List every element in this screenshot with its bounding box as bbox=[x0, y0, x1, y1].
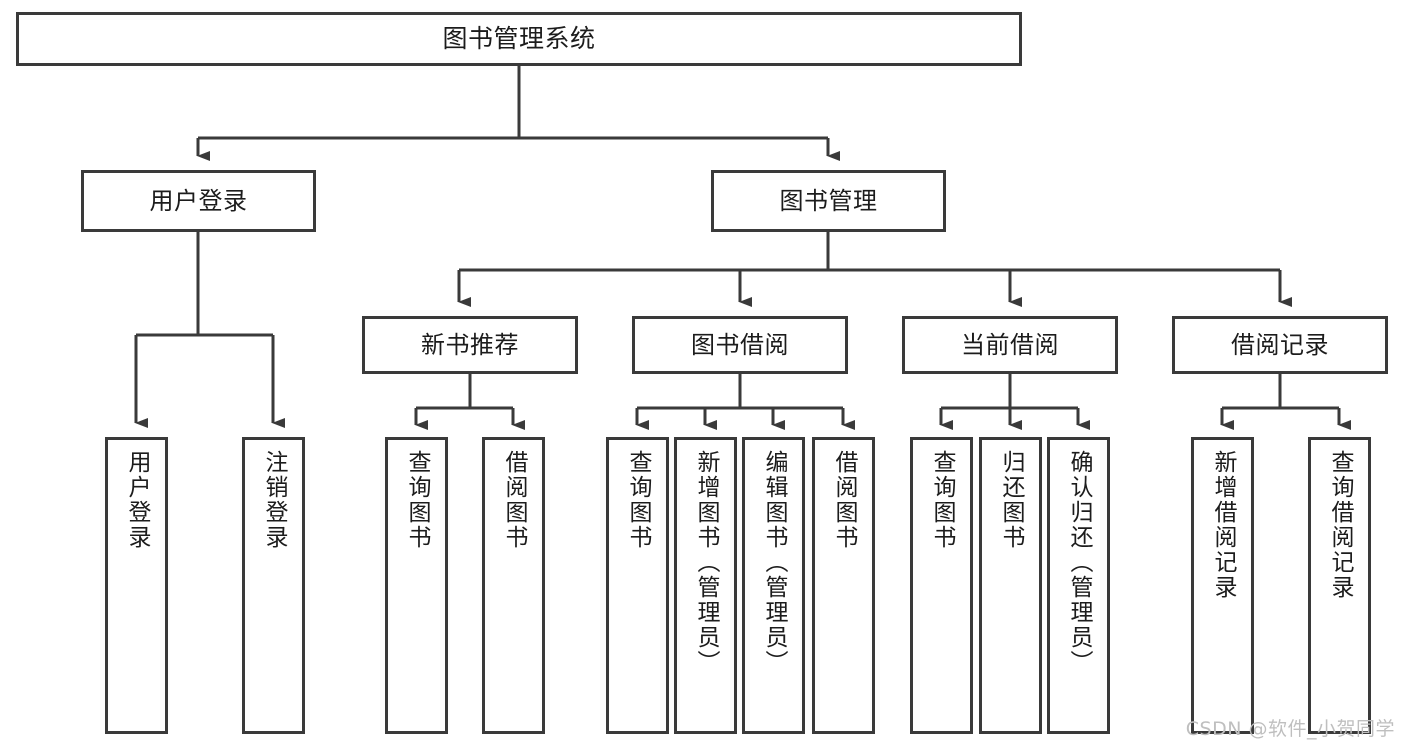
node-label: 借阅记录 bbox=[1231, 330, 1329, 359]
node-leaf-return-book[interactable]: 归还图书 bbox=[979, 437, 1042, 734]
node-label: 编辑图书（管理员） bbox=[761, 450, 787, 675]
node-label: 确认归还（管理员） bbox=[1066, 450, 1092, 675]
node-label: 用户登录 bbox=[124, 450, 150, 550]
node-book-management[interactable]: 图书管理 bbox=[711, 170, 946, 232]
node-label: 当前借阅 bbox=[961, 330, 1059, 359]
node-leaf-borrow-book-recommend[interactable]: 借阅图书 bbox=[482, 437, 545, 734]
node-leaf-query-book-recommend[interactable]: 查询图书 bbox=[385, 437, 448, 734]
node-leaf-confirm-return-admin[interactable]: 确认归还（管理员） bbox=[1047, 437, 1110, 734]
node-leaf-add-borrow-record[interactable]: 新增借阅记录 bbox=[1191, 437, 1254, 734]
node-leaf-query-book-borrow[interactable]: 查询图书 bbox=[606, 437, 669, 734]
node-label: 图书管理系统 bbox=[442, 24, 596, 53]
node-leaf-user-login[interactable]: 用户登录 bbox=[105, 437, 168, 734]
node-book-borrow[interactable]: 图书借阅 bbox=[632, 316, 848, 374]
node-label: 借阅图书 bbox=[501, 450, 527, 550]
node-label: 查询借阅记录 bbox=[1327, 450, 1353, 600]
node-label: 查询图书 bbox=[625, 450, 651, 550]
node-label: 用户登录 bbox=[149, 186, 248, 215]
node-root-book-management-system[interactable]: 图书管理系统 bbox=[16, 12, 1022, 66]
node-label: 查询图书 bbox=[404, 450, 430, 550]
node-leaf-logout[interactable]: 注销登录 bbox=[242, 437, 305, 734]
node-label: 图书借阅 bbox=[691, 330, 789, 359]
node-label: 归还图书 bbox=[998, 450, 1024, 550]
node-leaf-add-book-admin[interactable]: 新增图书（管理员） bbox=[674, 437, 737, 734]
node-user-login[interactable]: 用户登录 bbox=[81, 170, 316, 232]
node-leaf-query-borrow-record[interactable]: 查询借阅记录 bbox=[1308, 437, 1371, 734]
node-label: 图书管理 bbox=[779, 186, 878, 215]
csdn-watermark: CSDN @软件_小贺同学 bbox=[1185, 718, 1395, 740]
node-label: 新增借阅记录 bbox=[1210, 450, 1236, 600]
node-leaf-edit-book-admin[interactable]: 编辑图书（管理员） bbox=[742, 437, 805, 734]
node-label: 新增图书（管理员） bbox=[693, 450, 719, 675]
node-leaf-query-book-current[interactable]: 查询图书 bbox=[910, 437, 973, 734]
node-label: 新书推荐 bbox=[421, 330, 519, 359]
node-leaf-borrow-book[interactable]: 借阅图书 bbox=[812, 437, 875, 734]
node-new-book-recommend[interactable]: 新书推荐 bbox=[362, 316, 578, 374]
node-label: 注销登录 bbox=[261, 450, 287, 550]
node-label: 查询图书 bbox=[929, 450, 955, 550]
node-borrow-record[interactable]: 借阅记录 bbox=[1172, 316, 1388, 374]
node-current-borrow[interactable]: 当前借阅 bbox=[902, 316, 1118, 374]
node-label: 借阅图书 bbox=[831, 450, 857, 550]
